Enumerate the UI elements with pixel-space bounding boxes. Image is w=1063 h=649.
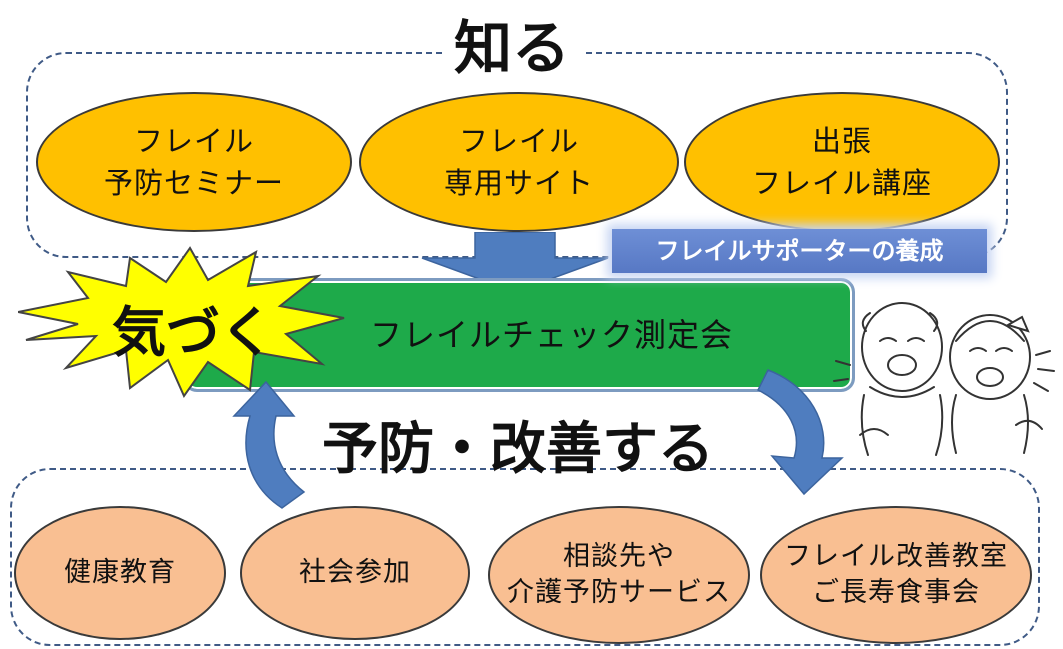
prevent-title: 予防・改善する [322, 417, 714, 482]
know-item-site: フレイル 専用サイト [359, 92, 679, 232]
curved-down-arrow-icon [756, 369, 844, 496]
check-event-label: フレイルチェック測定会 [370, 316, 734, 354]
prevent-item-health-education: 健康教育 [14, 506, 226, 640]
down-arrow-icon [421, 232, 609, 293]
know-item-line2: フレイル講座 [751, 166, 932, 200]
notice-label: 気づく [112, 301, 274, 364]
know-item-seminar: フレイル 予防セミナー [36, 92, 352, 232]
prevent-item-line1: 社会参加 [299, 557, 411, 588]
know-title: 知る [442, 16, 583, 80]
prevent-item-line2: 介護予防サービス [507, 577, 731, 608]
know-item-line2: 予防セミナー [103, 166, 284, 200]
elderly-couple-illustration [833, 302, 1055, 456]
know-item-lecture: 出張 フレイル講座 [684, 92, 1000, 232]
know-item-line1: 出張 [811, 124, 872, 158]
supporter-label: フレイルサポーターの養成 [612, 229, 987, 273]
know-item-line2: 専用サイト [443, 166, 594, 200]
prevent-item-classroom: フレイル改善教室 ご長寿食事会 [760, 506, 1032, 644]
prevent-item-consultation: 相談先や 介護予防サービス [488, 506, 750, 644]
prevent-item-line2: ご長寿食事会 [812, 577, 980, 608]
prevent-group-box [10, 468, 1040, 646]
check-event-box [183, 278, 855, 392]
prevent-item-line1: フレイル改善教室 [784, 541, 1008, 572]
know-item-line1: フレイル [458, 124, 579, 158]
starburst-icon [18, 246, 345, 399]
curved-up-arrow-icon [232, 380, 306, 509]
prevent-item-line1: 健康教育 [64, 557, 176, 588]
prevent-item-line1: 相談先や [563, 541, 675, 572]
know-item-line1: フレイル [133, 124, 254, 158]
prevent-item-social-participation: 社会参加 [240, 506, 470, 640]
